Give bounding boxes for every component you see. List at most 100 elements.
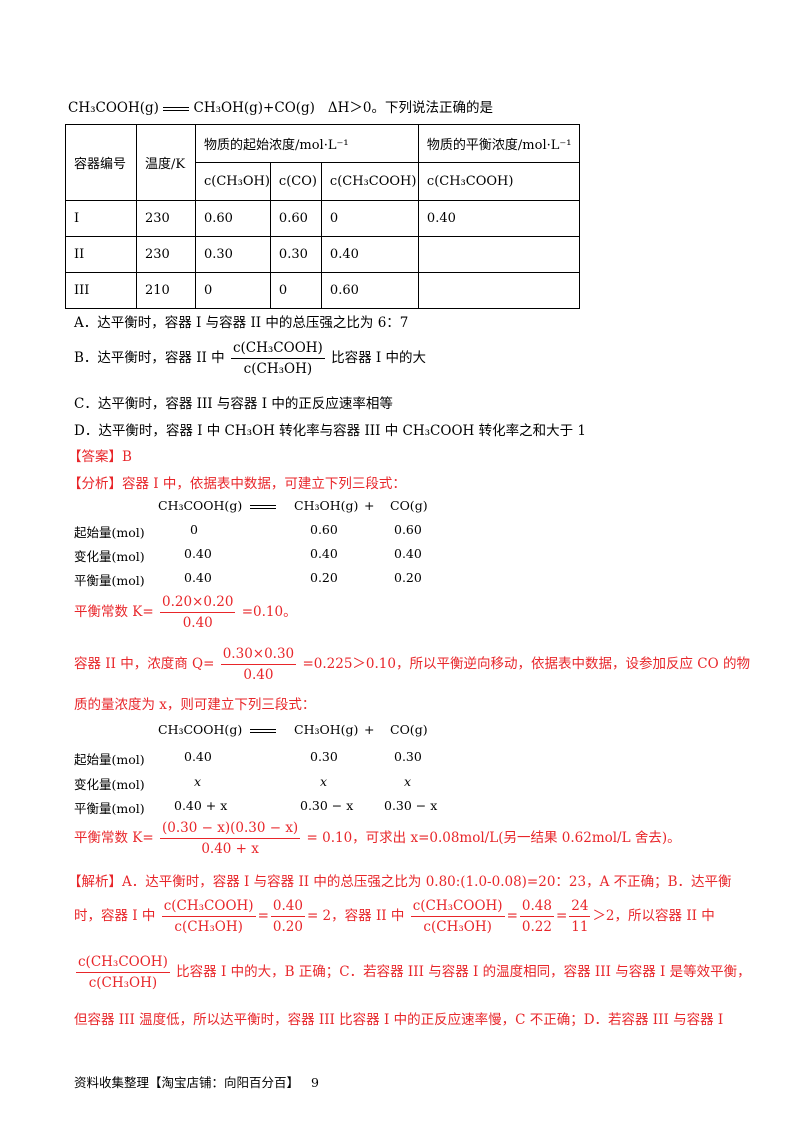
header-initial: 物质的起始浓度/mol·L⁻¹ <box>195 124 419 163</box>
sub-header: c(CH₃COOH) <box>417 162 580 201</box>
ice-cell: x <box>320 774 328 789</box>
cell: 0.60 <box>195 200 271 237</box>
fraction-numerator: 24 <box>569 898 591 917</box>
ice-header: CH₃OH(g) <box>294 498 359 513</box>
page-number: 9 <box>310 1075 319 1090</box>
fraction-denominator: c(CH₃OH) <box>88 975 158 991</box>
ice-header: CO(g) <box>390 498 428 513</box>
header-equilibrium: 物质的平衡浓度/mol·L⁻¹ <box>417 124 580 163</box>
cell: 0 <box>320 200 419 237</box>
ice-cell: 0.40 <box>310 546 338 561</box>
sub-header: c(CO) <box>269 162 322 201</box>
ice-header: CH₃COOH(g) <box>158 722 243 737</box>
cell <box>417 236 580 273</box>
table-row: I 230 0.60 0.60 0 0.40 <box>65 200 580 237</box>
ice-cell: 0.30 − x <box>384 798 438 813</box>
ice-header: + <box>364 498 375 513</box>
q-line2: 质的量浓度为 x，则可建立下列三段式： <box>74 697 316 713</box>
k2-pre: 平衡常数 K= <box>74 830 154 846</box>
fraction-denominator: c(CH₃OH) <box>423 919 492 935</box>
ice-header: CH₃COOH(g) <box>158 498 243 513</box>
ice-cell: 0.60 <box>394 522 422 537</box>
ice-label: 起始量(mol) <box>74 525 145 540</box>
value-fraction: 0.40 0.20 <box>270 898 305 935</box>
q-post: =0.225＞0.10，所以平衡逆向移动，依据表中数据，设参加反应 CO 的物 <box>302 656 750 672</box>
option-d: D．达平衡时，容器 I 中 CH₃OH 转化率与容器 III 中 CH₃COOH… <box>74 423 586 439</box>
value-fraction: 24 11 <box>569 898 591 935</box>
ice-table-2: CH₃COOH(g) CH₃OH(g) + CO(g) 起始量(mol) 0.4… <box>74 722 494 816</box>
ratio-fraction: c(CH₃COOH) c(CH₃OH) <box>161 898 256 935</box>
exp-text: ＞2，所以容器 II 中 <box>592 908 715 924</box>
table-row: II 230 0.30 0.30 0.40 <box>65 236 580 273</box>
cell <box>417 272 580 309</box>
cell: 0 <box>195 272 271 309</box>
fraction-denominator: 0.40 + x <box>201 841 259 857</box>
fraction-numerator: c(CH₃COOH) <box>410 898 505 917</box>
ice-cell: x <box>404 774 412 789</box>
k-post: =0.10。 <box>241 604 297 620</box>
fraction-numerator: c(CH₃COOH) <box>161 898 256 917</box>
option-b-fraction: c(CH₃COOH) c(CH₃OH) <box>230 340 325 377</box>
cell: 0.60 <box>320 272 419 309</box>
ice-cell: 0 <box>190 522 198 537</box>
ice-cell: 0.40 <box>184 570 212 585</box>
fraction-numerator: 0.30×0.30 <box>220 646 297 665</box>
cell: 0.40 <box>320 236 419 273</box>
ice-cell: 0.30 <box>310 749 338 764</box>
cell: 0.40 <box>417 200 580 237</box>
data-table: 容器编号 温度/K 物质的起始浓度/mol·L⁻¹ 物质的平衡浓度/mol·L⁻… <box>65 124 580 309</box>
fraction-denominator: c(CH₃OH) <box>174 919 243 935</box>
header-vessel: 容器编号 <box>65 124 137 201</box>
ice-cell: 0.40 + x <box>174 798 228 813</box>
cell: I <box>65 200 137 237</box>
equilibrium-arrow-icon <box>250 726 276 736</box>
reaction-lhs: CH₃COOH(g) <box>68 100 159 116</box>
table-row: III 210 0 0 0.60 <box>65 272 580 309</box>
exp-text: ，容器 II 中 <box>331 908 405 924</box>
value-fraction: 0.48 0.22 <box>519 898 554 935</box>
k-pre: 平衡常数 K= <box>74 604 154 620</box>
cell: 210 <box>136 272 196 309</box>
q-equation: 容器 II 中，浓度商 Q= 0.30×0.30 0.40 =0.225＞0.1… <box>74 646 750 683</box>
fraction-denominator: 0.40 <box>243 667 274 683</box>
k2-equation: 平衡常数 K= (0.30 − x)(0.30 − x) 0.40 + x = … <box>74 820 681 857</box>
fraction-numerator: c(CH₃COOH) <box>76 954 170 973</box>
q-fraction: 0.30×0.30 0.40 <box>220 646 297 683</box>
k-equation: 平衡常数 K= 0.20×0.20 0.40 =0.10。 <box>74 594 297 631</box>
fraction-denominator: 0.40 <box>182 615 213 631</box>
sub-header: c(CH₃COOH) <box>320 162 419 201</box>
ice-cell: 0.60 <box>310 522 338 537</box>
fraction-numerator: 0.40 <box>270 898 305 917</box>
ice-label: 变化量(mol) <box>74 549 145 564</box>
option-a: A．达平衡时，容器 I 与容器 II 中的总压强之比为 6：7 <box>74 315 409 331</box>
sub-header: c(CH₃OH) <box>195 162 271 201</box>
fraction-numerator: (0.30 − x)(0.30 − x) <box>160 820 301 839</box>
equilibrium-arrow-icon <box>163 104 190 114</box>
answer: 【答案】B <box>68 449 132 465</box>
ice-cell: 0.30 − x <box>300 798 354 813</box>
k-fraction: 0.20×0.20 0.40 <box>160 594 236 631</box>
explanation-line-2: 时，容器 I 中 c(CH₃COOH) c(CH₃OH) = 0.40 0.20… <box>74 898 715 935</box>
reaction-line: CH₃COOH(g) CH₃OH(g)+CO(g) ΔH＞0。下列说法正确的是 <box>68 96 493 116</box>
explanation-line-1: 【解析】A．达平衡时，容器 I 与容器 II 中的总压强之比为 0.80:(1.… <box>68 874 732 890</box>
ice-cell: 0.30 <box>394 749 422 764</box>
ice-header: CO(g) <box>390 722 428 737</box>
option-b-post: 比容器 I 中的大 <box>331 350 427 366</box>
explanation-line-4: 但容器 III 温度低，所以达平衡时，容器 III 比容器 I 中的正反应速率慢… <box>74 1012 724 1028</box>
cell: III <box>65 272 137 309</box>
cell: 230 <box>136 200 196 237</box>
cell: 0.60 <box>269 200 322 237</box>
option-b-pre: B．达平衡时，容器 II 中 <box>74 350 225 366</box>
fraction-denominator: 0.20 <box>272 919 303 935</box>
cell: 0.30 <box>269 236 322 273</box>
equilibrium-arrow-icon <box>250 502 276 512</box>
reaction-dh: ΔH＞0。下列说法正确的是 <box>327 100 493 116</box>
ice-label: 起始量(mol) <box>74 752 145 767</box>
fraction-numerator: 0.20×0.20 <box>160 594 236 613</box>
exp-text: 时，容器 I 中 <box>74 908 156 924</box>
fraction-denominator: 11 <box>571 919 589 935</box>
ice-cell: 0.20 <box>310 570 338 585</box>
reaction-rhs: CH₃OH(g)+CO(g) <box>193 100 315 116</box>
analysis-intro: 【分析】容器 I 中，依据表中数据，可建立下列三段式： <box>68 476 406 492</box>
k2-fraction: (0.30 − x)(0.30 − x) 0.40 + x <box>160 820 301 857</box>
